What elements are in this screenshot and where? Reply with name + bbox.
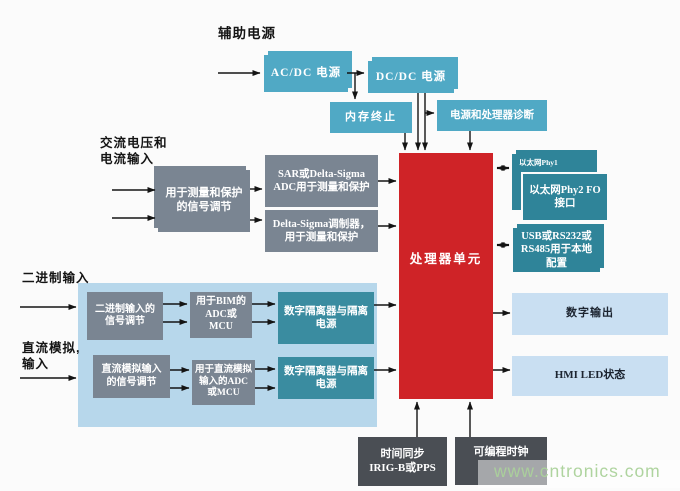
box-dc-adc-mcu-label: 用于直流模拟输入的ADC或MCU [195,364,253,399]
box-digital-output: 数字输出 [512,293,668,335]
box-digital-output-label: 数字输出 [566,307,614,320]
dc-analog-label-line1: 直流模拟, [22,341,81,355]
box-ethernet-phy2: 以太网Phy2 FO 接口 [521,172,607,220]
box-digital-isolator-bottom-label: 数字隔离器与隔离电源 [284,365,368,390]
box-power-processor-diagnostics-label: 电源和处理器诊断 [450,109,534,121]
box-dc-adc-mcu: 用于直流模拟输入的ADC或MCU [192,360,255,405]
binary-input-label: 二进制输入 [22,271,90,285]
box-dcdc-power-label: DC/DC 电源 [375,70,447,83]
box-hmi-led-status: HMI LED状态 [512,356,668,396]
ac-input-label-line1: 交流电压和 [100,136,168,150]
box-time-sync-line2: IRIG-B或PPS [369,461,436,474]
box-delta-sigma-modulator: Delta-Sigma调制器，用于测量和保护 [265,210,378,252]
watermark-band [478,460,680,488]
box-time-sync: 时间同步 IRIG-B或PPS [358,437,447,486]
box-acdc-power-label: AC/DC 电源 [270,67,342,80]
box-ethernet-phy2-line2: 接口 [554,198,576,209]
aux-power-label: 辅助电源 [218,26,276,41]
box-processor-unit-label: 处理器单元 [409,252,483,267]
box-delta-sigma-modulator-label: Delta-Sigma调制器，用于测量和保护 [272,218,371,243]
box-acdc-power: AC/DC 电源 [264,51,352,92]
box-memory-termination: 内存终止 [330,102,412,133]
box-time-sync-line1: 时间同步 [380,447,425,460]
box-sar-adc: SAR或Delta-Sigma ADC用于测量和保护 [265,155,378,207]
box-memory-termination-label: 内存终止 [345,110,397,123]
box-ethernet-phy2-line1: 以太网Phy2 FO [529,184,601,196]
box-sar-adc-label: SAR或Delta-Sigma ADC用于测量和保护 [273,168,370,193]
box-hmi-led-status-label: HMI LED状态 [554,369,626,382]
box-bim-adc-mcu-label: 用于BIM的ADC或MCU [196,296,246,333]
box-programmable-clock-label: 可编程时钟 [473,446,529,458]
box-dcdc-power: DC/DC 电源 [368,57,458,93]
box-ac-signal-conditioning: 用于测量和保护的信号调节 [154,166,250,232]
box-dc-signal-conditioning: 直流模拟输入的信号调节 [93,355,170,398]
box-binary-signal-conditioning-label: 二进制输入的信号调节 [95,303,155,328]
box-binary-signal-conditioning: 二进制输入的信号调节 [87,292,163,340]
box-bim-adc-mcu: 用于BIM的ADC或MCU [190,292,252,338]
box-digital-isolator-top-label: 数字隔离器与隔离电源 [284,305,368,330]
box-usb-rs232: USB或RS232或RS485用于本地配置 [513,224,604,272]
box-processor-unit: 处理器单元 [399,153,493,399]
watermark-text: www.cntronics.com [494,461,661,481]
dc-analog-label-line2: 输入 [22,356,50,371]
box-usb-rs232-label: USB或RS232或RS485用于本地配置 [520,231,593,269]
box-dc-signal-conditioning-label: 直流模拟输入的信号调节 [101,364,162,388]
box-ethernet-phy1-label: 以太网Phy1 [519,158,558,167]
box-power-processor-diagnostics: 电源和处理器诊断 [437,100,547,131]
ac-input-label-line2: 电流输入 [100,151,155,166]
box-time-sync-label: 时间同步 IRIG-B或PPS [369,448,436,476]
box-digital-isolator-bottom: 数字隔离器与隔离电源 [278,357,374,399]
box-digital-isolator-top: 数字隔离器与隔离电源 [278,292,374,344]
box-ethernet-phy2-label: 以太网Phy2 FO 接口 [529,184,600,210]
box-ac-signal-conditioning-label: 用于测量和保护的信号调节 [165,187,243,213]
